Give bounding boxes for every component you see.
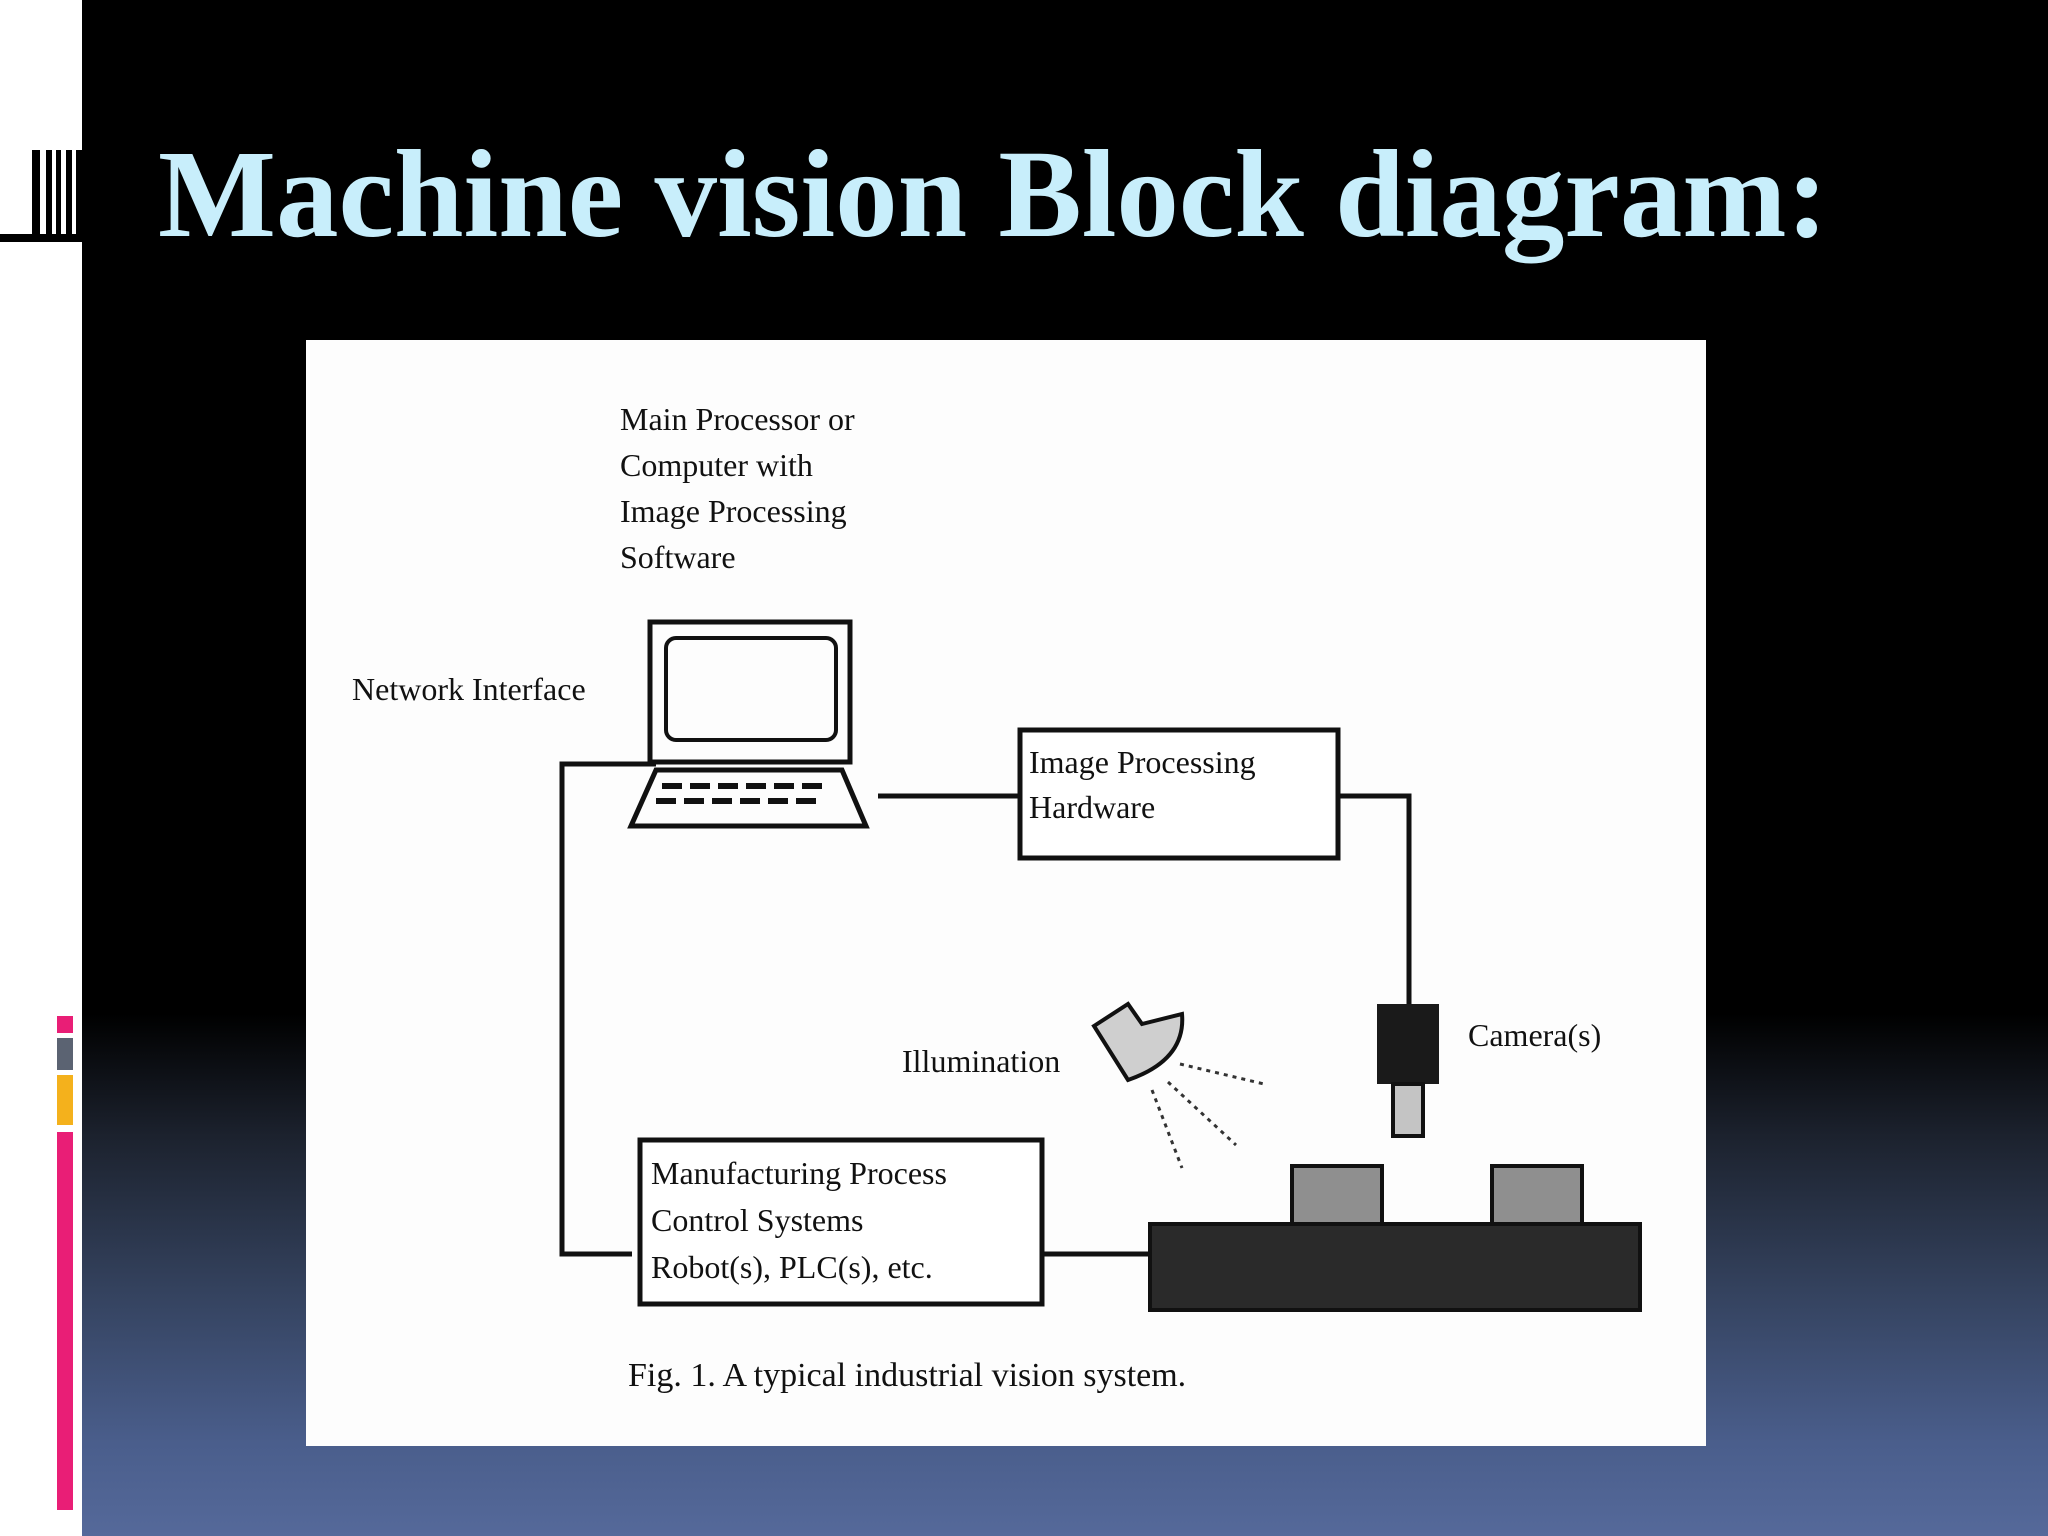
hardware-label-line1: Image Processing xyxy=(1029,744,1256,780)
illumination-label: Illumination xyxy=(902,1043,1060,1079)
hardware-label-line2: Hardware xyxy=(1029,789,1155,825)
slide-title: Machine vision Block diagram: xyxy=(158,126,1829,264)
computer-icon xyxy=(627,619,870,829)
connection-lines xyxy=(559,761,1412,1257)
control-label-line3: Robot(s), PLC(s), etc. xyxy=(651,1249,933,1285)
window-decoration-icon xyxy=(0,150,82,242)
processor-label-line4: Software xyxy=(620,539,736,575)
process-control-box xyxy=(637,1137,1045,1307)
accent-bar-pink xyxy=(57,1132,73,1510)
figure-caption: Fig. 1. A typical industrial vision syst… xyxy=(628,1357,1186,1394)
camera-label: Camera(s) xyxy=(1468,1017,1601,1053)
image-processing-hardware-box xyxy=(1017,727,1341,861)
accent-bar-orange xyxy=(57,1075,73,1125)
conveyor-with-parts-icon xyxy=(1148,1164,1642,1312)
illumination-lamp-icon xyxy=(1091,1001,1265,1169)
processor-label-line1: Main Processor or xyxy=(620,401,855,437)
accent-bar-pink-top xyxy=(57,1016,73,1033)
accent-bar-gray xyxy=(57,1038,73,1070)
camera-icon xyxy=(1377,1004,1439,1138)
control-label-line1: Manufacturing Process xyxy=(651,1155,947,1191)
processor-label-line2: Computer with xyxy=(620,447,813,483)
processor-label-line3: Image Processing xyxy=(620,493,847,529)
control-label-line2: Control Systems xyxy=(651,1202,863,1238)
block-diagram-figure: Main Processor or Computer with Image Pr… xyxy=(306,340,1706,1446)
network-interface-label: Network Interface xyxy=(352,671,586,707)
